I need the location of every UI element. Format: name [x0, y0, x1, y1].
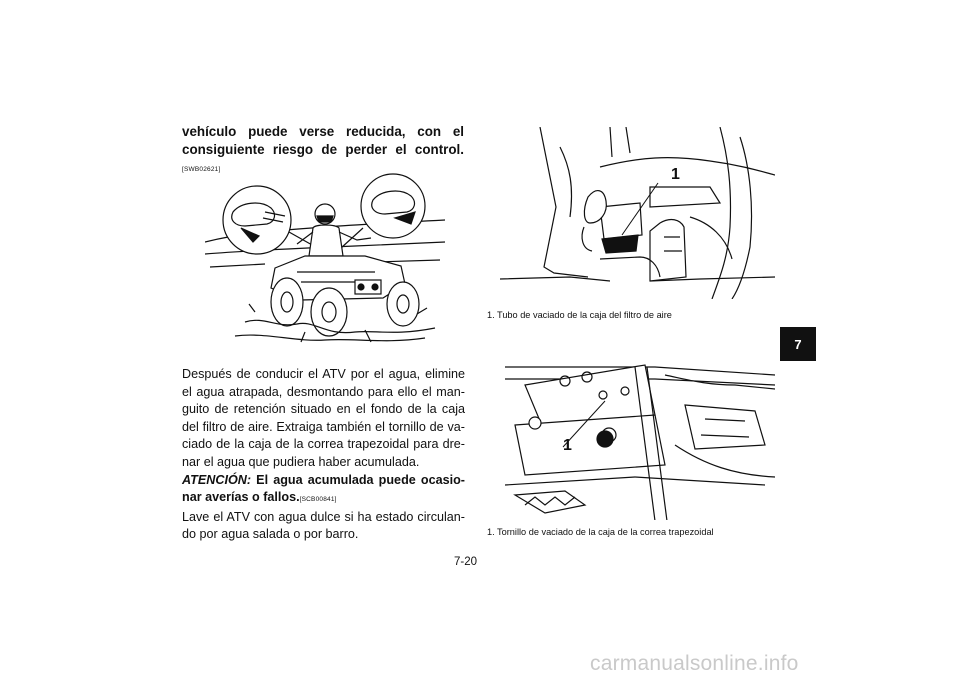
- figure1-caption: 1. Tubo de vaciado de la caja del filtro…: [487, 310, 672, 320]
- paragraph-drain-water: Después de conducir el ATV por el agua, …: [182, 367, 465, 469]
- paragraph-wash: Lave el ATV con agua dulce si ha estado …: [182, 509, 465, 542]
- warning-text: vehículo puede verse reducida, con el co…: [182, 124, 464, 173]
- paragraph-atencion: ATENCIÓN: El agua acumulada puede ocasio…: [182, 472, 465, 509]
- figure1-callout: 1: [671, 166, 680, 183]
- body-text: Después de conducir el ATV por el agua, …: [182, 366, 465, 544]
- figure2-callout: 1: [563, 437, 572, 454]
- warning-code: [SWB02621]: [182, 166, 221, 173]
- atencion-label: ATENCIÓN:: [182, 472, 252, 487]
- air-filter-drain-illustration: [500, 127, 775, 299]
- figure2-caption: 1. Tornillo de vaciado de la caja de la …: [487, 527, 714, 537]
- atencion-text: El agua acumulada puede ocasio­nar averí…: [182, 472, 465, 505]
- vbelt-drain-bolt-illustration: [505, 364, 775, 520]
- atv-water-illustration: [205, 173, 445, 343]
- atencion-code: [SCB00841]: [299, 496, 337, 504]
- watermark: carmanualsonline.info: [590, 652, 799, 675]
- page-number: 7-20: [454, 556, 478, 568]
- chapter-tab: 7: [780, 327, 816, 361]
